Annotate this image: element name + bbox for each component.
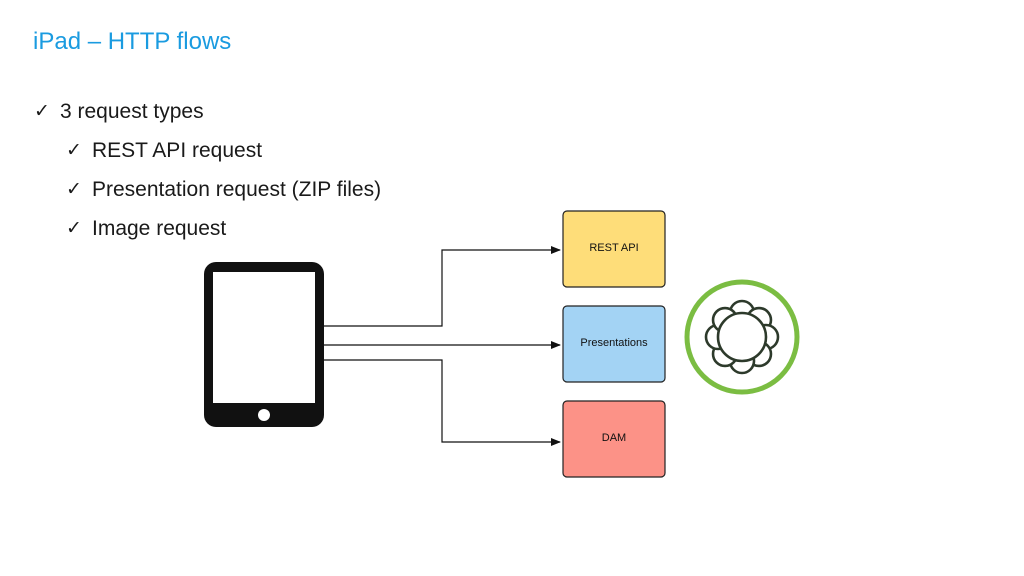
bullet-item: ✓ Presentation request (ZIP files) [66, 170, 381, 209]
node-presentations: Presentations [562, 305, 666, 383]
bullet-text: Presentation request (ZIP files) [92, 177, 382, 201]
bullet-item: ✓ REST API request [66, 131, 381, 170]
ipad-icon [204, 262, 324, 427]
node-label-rest-api: REST API [589, 242, 638, 254]
checkmark-icon: ✓ [66, 179, 82, 200]
edge-ipad-rest-api [324, 246, 561, 327]
adobe-experience-manager-logo [684, 279, 800, 395]
checkmark-icon: ✓ [34, 101, 50, 122]
bullet-item: ✓ 3 request types [34, 92, 381, 131]
checkmark-icon: ✓ [66, 140, 82, 161]
checkmark-icon: ✓ [66, 218, 82, 239]
node-label-presentations: Presentations [580, 337, 648, 349]
bullet-list: ✓ 3 request types ✓ REST API request ✓ P… [34, 92, 381, 248]
edge-ipad-dam [324, 359, 561, 446]
bullet-text: 3 request types [60, 99, 204, 123]
node-rest-api: REST API [562, 210, 666, 288]
node-label-dam: DAM [602, 432, 626, 444]
node-dam: DAM [562, 400, 666, 478]
bullet-text: REST API request [92, 138, 263, 162]
bullet-text: Image request [92, 216, 227, 240]
slide-title: iPad – HTTP flows [33, 28, 232, 55]
bullet-item: ✓ Image request [66, 209, 381, 248]
